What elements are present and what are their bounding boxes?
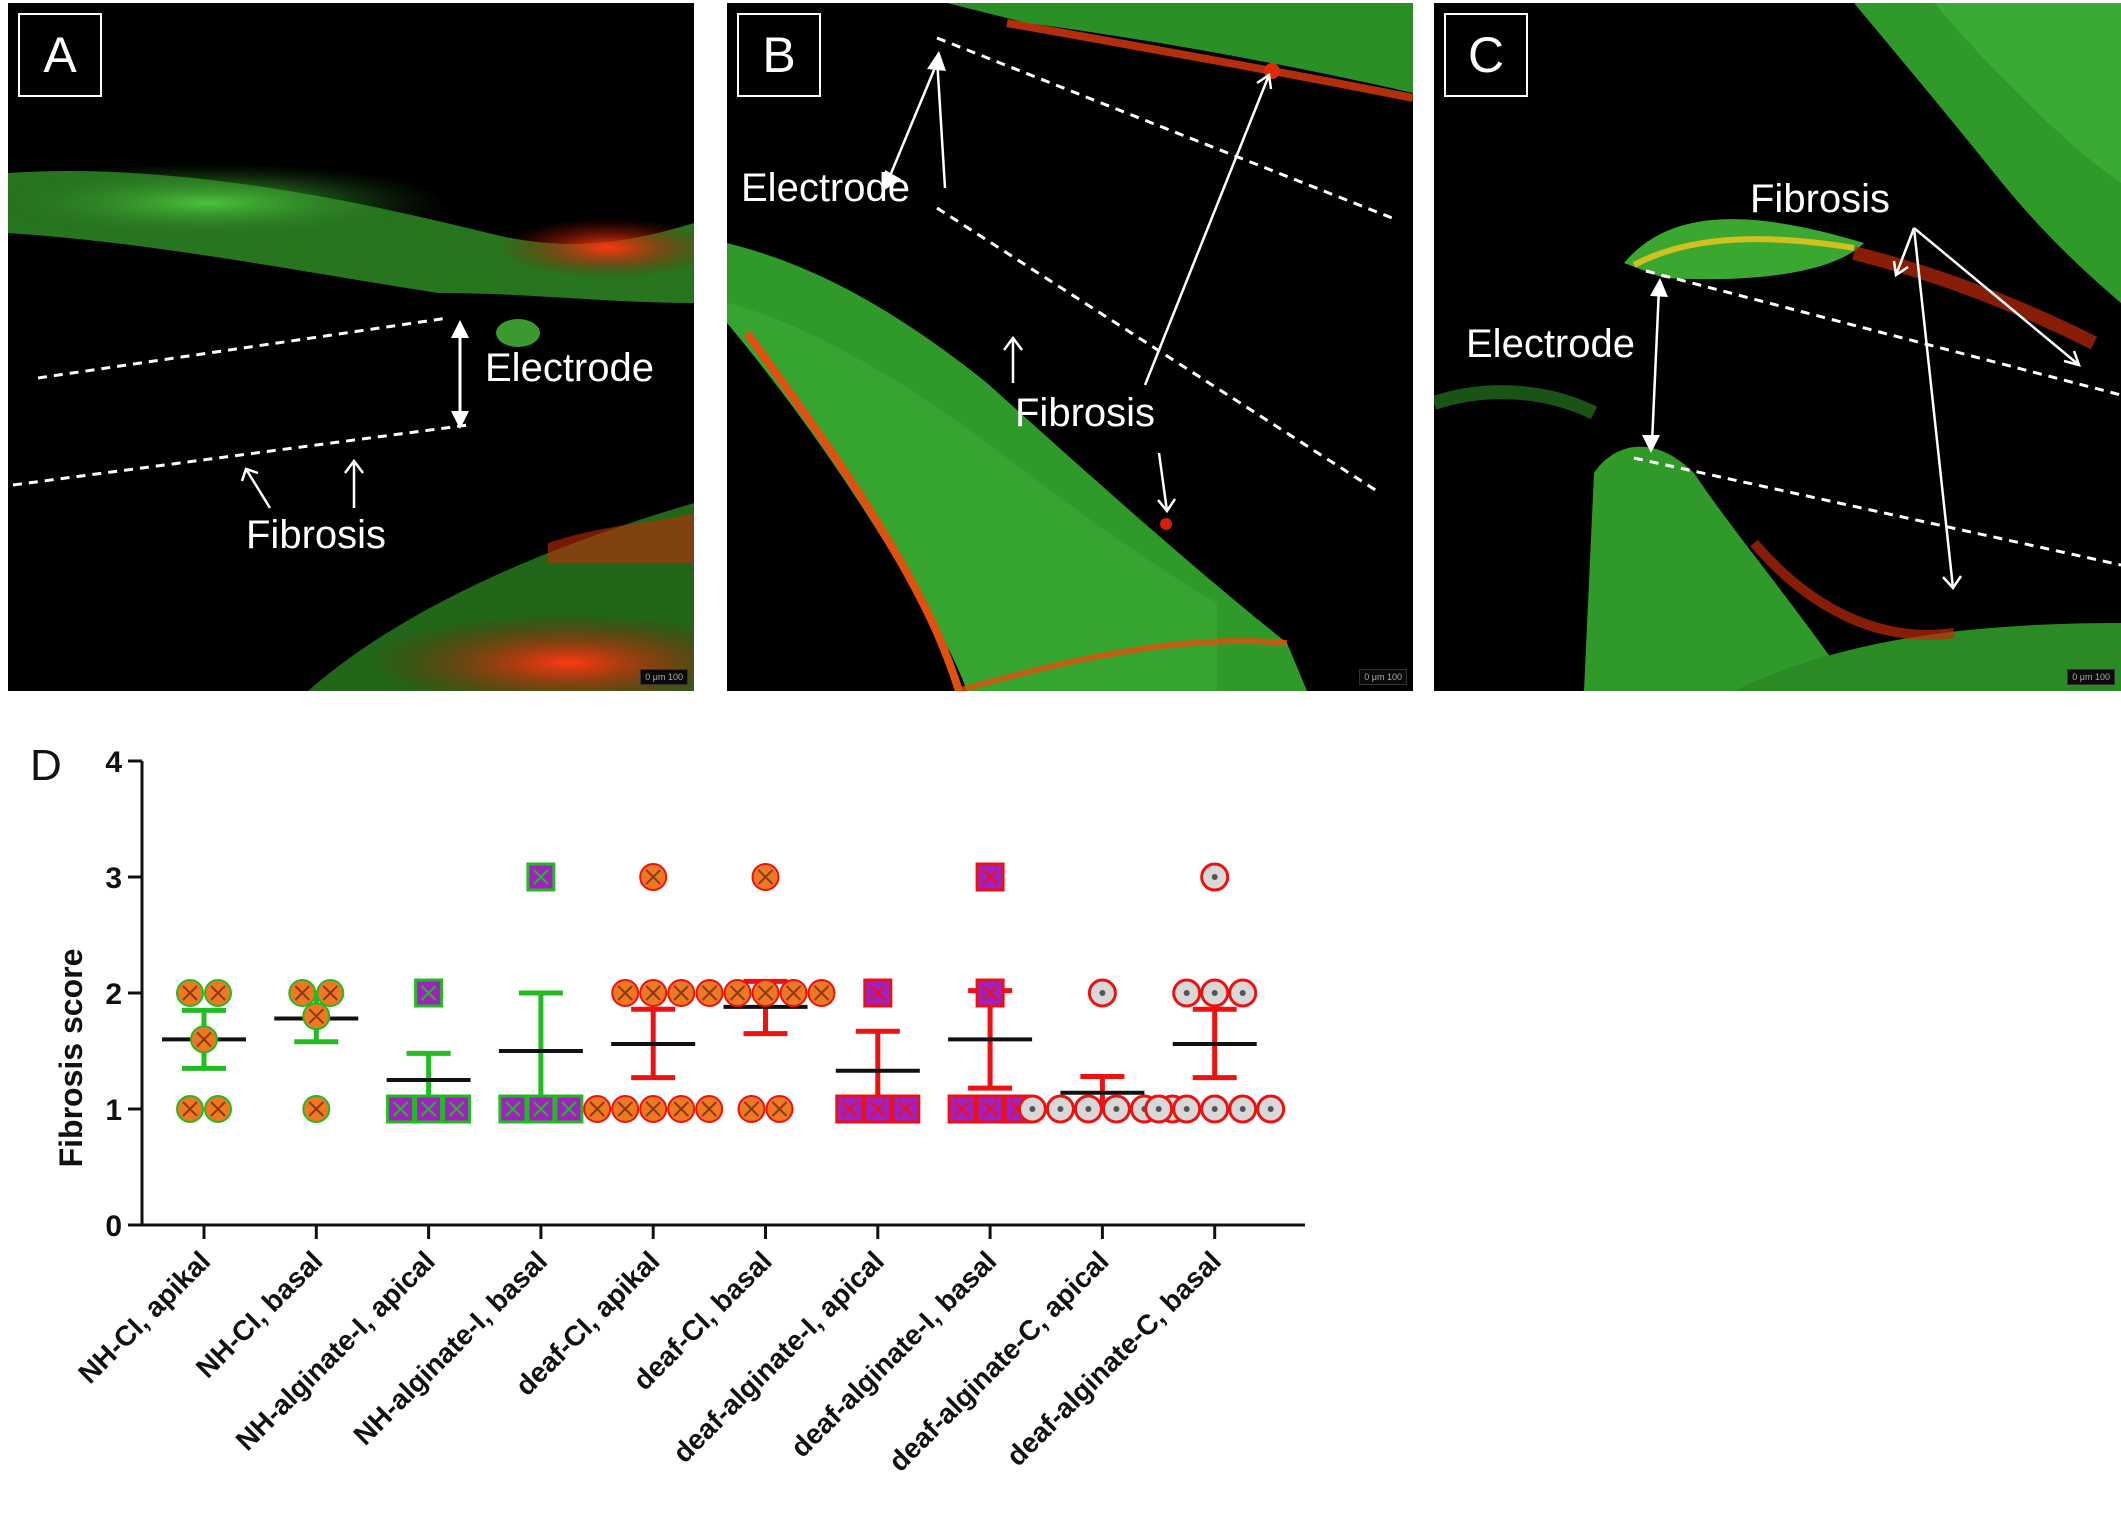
data-point-cross <box>210 1101 226 1117</box>
y-ticks: 0 1 2 3 4 <box>105 746 142 1243</box>
data-point-cross <box>673 985 689 1001</box>
panel-letter-c: C <box>1444 13 1528 97</box>
data-point-cross <box>673 1101 689 1117</box>
data-point-cross <box>771 1101 788 1117</box>
electrode-label-c: Electrode <box>1466 322 1635 366</box>
data-point-cross <box>210 985 226 1001</box>
data-point-cross <box>392 1101 409 1117</box>
data-point-cross <box>448 1101 465 1117</box>
data-point-cross <box>645 869 661 885</box>
micrograph-panel-a: A Electrode Fibrosis 0 μm 100 <box>8 3 694 691</box>
data-point-dot <box>1155 1106 1162 1112</box>
data-point-cross <box>645 985 661 1001</box>
data-point-cross <box>617 1101 633 1117</box>
data-point-cross <box>182 985 198 1001</box>
data-point-dot <box>1211 874 1218 880</box>
data-point-cross <box>870 985 886 1001</box>
panel-letter-b: B <box>737 13 821 97</box>
data-point-dot <box>1239 990 1246 996</box>
data-point-dot <box>1211 990 1218 996</box>
y-tick-label: 0 <box>105 1210 122 1243</box>
data-point-cross <box>982 985 998 1001</box>
data-point-cross <box>182 1101 198 1117</box>
data-point-cross <box>743 1101 760 1117</box>
data-point-cross <box>533 869 549 885</box>
micrograph-c-image <box>1434 3 2121 691</box>
y-axis-label: Fibrosis score <box>53 949 89 1168</box>
data-point-cross <box>785 985 802 1001</box>
micrograph-panel-b: B Electrode Fibrosis 0 μm 100 <box>727 3 1413 691</box>
panel-letter-a: A <box>18 13 102 97</box>
data-point-cross <box>898 1101 914 1117</box>
micrograph-b-image <box>727 3 1413 691</box>
data-point-dot <box>1239 1106 1246 1112</box>
data-point-cross <box>982 869 998 885</box>
data-point-dot <box>1211 1106 1218 1112</box>
y-tick-label: 4 <box>105 746 122 779</box>
data-point <box>863 978 893 1008</box>
data-point-cross <box>561 1101 577 1117</box>
chart-panel-letter: D <box>30 741 62 790</box>
data-point-dot <box>1085 1106 1092 1112</box>
y-tick-label: 1 <box>105 1094 122 1127</box>
scale-bar-a: 0 μm 100 <box>640 669 688 685</box>
fibrosis-label-c: Fibrosis <box>1750 177 1891 221</box>
data-point-dot <box>1267 1106 1274 1112</box>
fibrosis-score-chart: D Fibrosis score 0 1 2 3 4 NH-CI, apikalNH-C… <box>30 741 1305 1477</box>
data-point-cross <box>701 1101 717 1117</box>
fibrosis-label-b: Fibrosis <box>1015 391 1156 435</box>
data-point-cross <box>308 1101 325 1117</box>
data-point-cross <box>294 985 311 1001</box>
data-point-dot <box>1113 1106 1120 1112</box>
data-point-cross <box>757 985 774 1001</box>
data-point-cross <box>505 1101 521 1117</box>
data-point-cross <box>954 1101 970 1117</box>
x-tick-label: NH-alginate-I, basal <box>347 1245 553 1451</box>
x-tick-label: deaf-alginate-C, apical <box>883 1245 1115 1477</box>
x-tick-label: deaf-alginate-I, basal <box>785 1245 1003 1463</box>
data-point-dot <box>1029 1106 1036 1112</box>
data-point-cross <box>196 1031 212 1048</box>
data-point-cross <box>617 985 633 1001</box>
data-point-cross <box>420 985 437 1001</box>
electrode-label-b: Electrode <box>741 166 910 210</box>
scale-bar-b: 0 μm 100 <box>1359 669 1407 685</box>
data-point <box>863 1094 893 1124</box>
x-tick-label: NH-alginate-I, apical <box>230 1245 441 1456</box>
data-point-cross <box>322 985 339 1001</box>
data-point-cross <box>533 1101 549 1117</box>
data-point-dot <box>1183 990 1190 996</box>
error-bars <box>162 978 1257 1112</box>
data-points <box>176 862 1286 1124</box>
data-point-dot <box>1057 1106 1064 1112</box>
micrograph-a-image <box>8 3 694 691</box>
data-point-cross <box>701 985 718 1001</box>
electrode-label-a: Electrode <box>485 346 654 390</box>
data-point-cross <box>308 1008 325 1024</box>
data-point-cross <box>757 869 774 885</box>
data-point-cross <box>870 1101 886 1117</box>
x-tick-label: deaf-alginate-I, apical <box>667 1245 890 1468</box>
data-point-dot <box>1099 990 1106 996</box>
data-point-dot <box>1183 1106 1190 1112</box>
data-point-cross <box>729 985 746 1001</box>
y-tick-label: 2 <box>105 978 122 1011</box>
scale-bar-c: 0 μm 100 <box>2067 669 2115 685</box>
data-point-cross <box>420 1101 437 1117</box>
data-point-cross <box>589 1101 605 1117</box>
data-point-cross <box>842 1101 858 1117</box>
micrograph-panel-c: C Electrode Fibrosis 0 μm 100 <box>1434 3 2121 691</box>
data-point-cross <box>645 1101 661 1117</box>
data-point-cross <box>813 985 830 1001</box>
data-point <box>414 978 444 1008</box>
x-tick-label: deaf-alginate-C, basal <box>1000 1245 1227 1472</box>
data-point-cross <box>982 1101 998 1117</box>
fibrosis-label-a: Fibrosis <box>246 513 387 557</box>
y-tick-label: 3 <box>105 862 122 895</box>
